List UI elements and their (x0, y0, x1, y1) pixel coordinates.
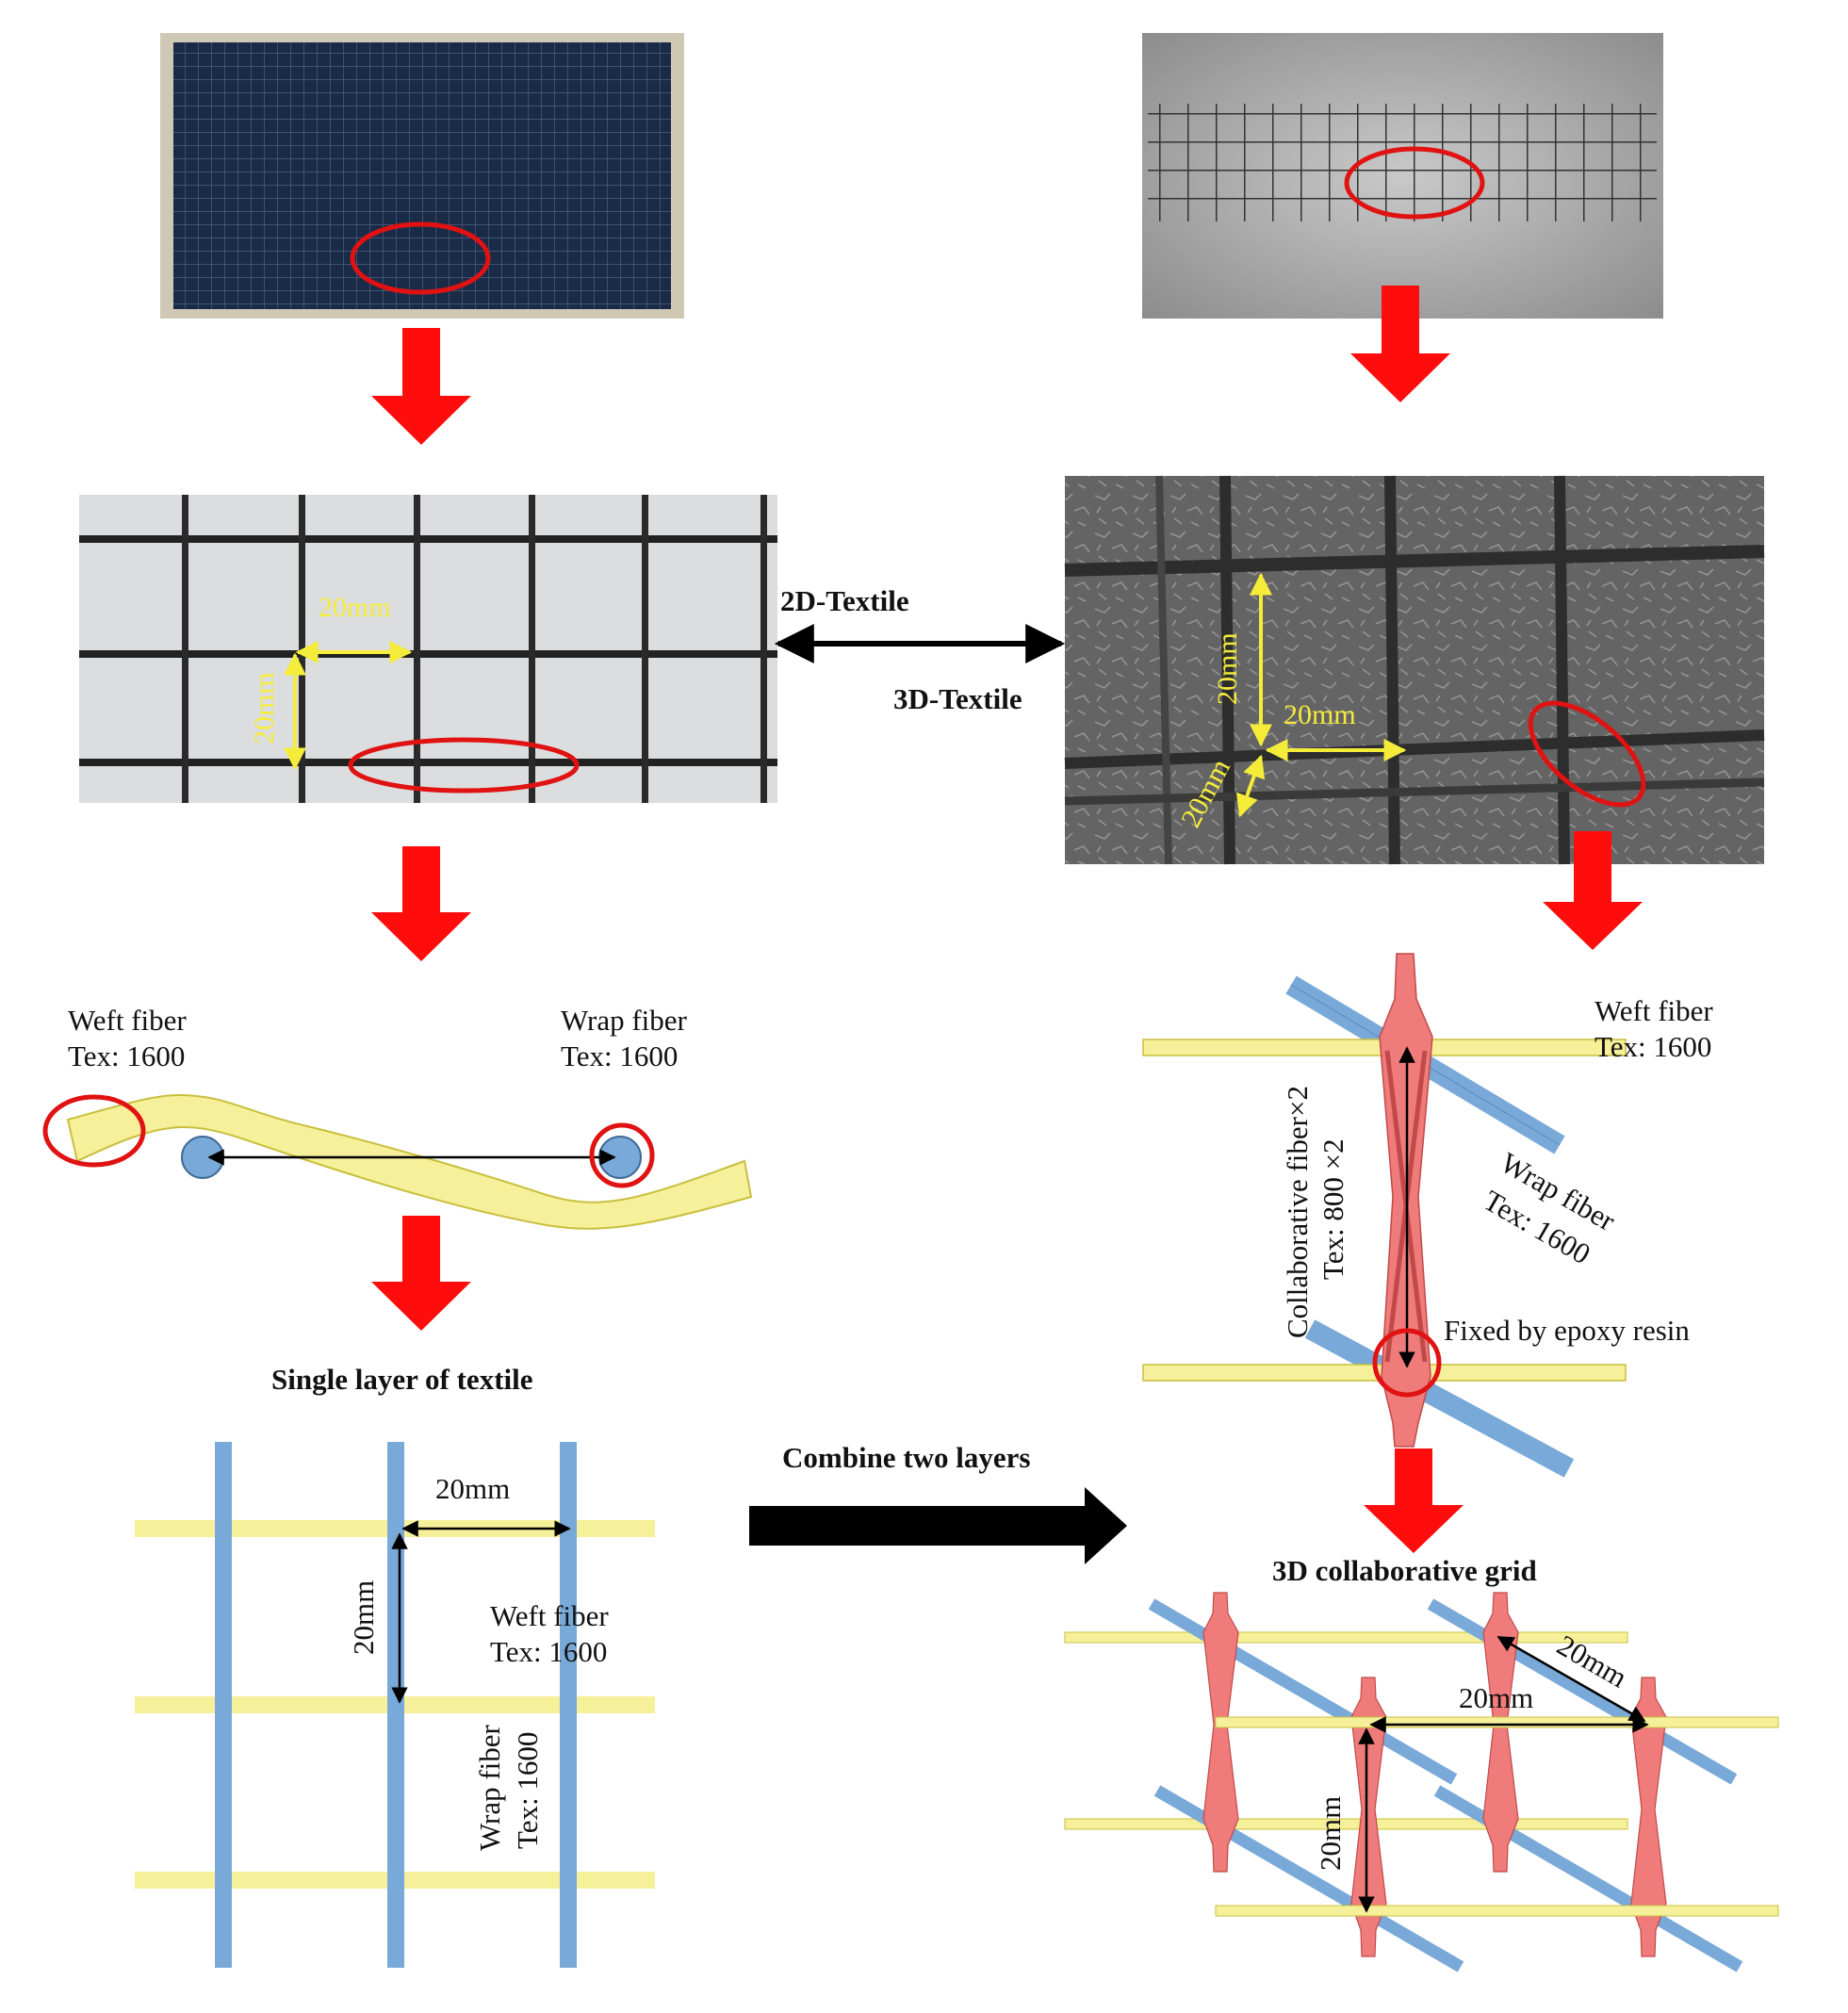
red-arrow-down-icon (1543, 831, 1643, 950)
highlight-circle (589, 1122, 655, 1188)
wrap-fiber-label: Wrap fiber (561, 1004, 688, 1037)
photo-3d-textile-panel (1142, 33, 1663, 319)
wrap-fiber-label: Wrap fiber (473, 1724, 506, 1851)
textile-comparison-arrow: 2D-Textile 3D-Textile (774, 584, 1066, 715)
dimension-label: 20mm (1314, 1796, 1347, 1871)
single-layer-grid: Single layer of textile 20mm 20mm Weft f… (135, 1363, 655, 1968)
label-3d-textile: 3D-Textile (893, 682, 1022, 715)
combine-label: Combine two layers (782, 1441, 1030, 1474)
red-arrow-down-icon (371, 328, 471, 445)
grid-3d-title: 3D collaborative grid (1272, 1554, 1537, 1587)
wrap-tex-label: Tex: 1600 (561, 1039, 678, 1072)
red-arrow-down-icon (371, 846, 471, 961)
collab-fiber-label: Collaborative fiber×2 (1281, 1086, 1314, 1338)
collaborative-fiber-schematic: Weft fiber Tex: 1600 Collaborative fiber… (1142, 953, 1713, 1478)
dimension-label: 20mm (347, 1580, 380, 1655)
highlight-circle (42, 1094, 146, 1168)
highlight-circle (350, 221, 491, 295)
collab-tex-label: Tex: 800 ×2 (1316, 1138, 1349, 1280)
label-2d-textile: 2D-Textile (780, 584, 909, 617)
wrap-tex-label: Tex: 1600 (511, 1732, 544, 1849)
dimension-label: 20mm (1212, 632, 1243, 705)
dimension-label: 20mm (319, 592, 391, 623)
photo-2d-textile-panel (160, 33, 684, 319)
weft-wrap-schematic: Weft fiber Tex: 1600 Wrap fiber Tex: 160… (42, 1004, 753, 1230)
weft-fiber-label: Weft fiber (68, 1004, 187, 1037)
red-arrow-down-icon (1350, 286, 1450, 402)
weft-fiber-wave (66, 1093, 753, 1230)
red-arrow-down-icon (371, 1216, 471, 1331)
fixed-epoxy-label: Fixed by epoxy resin (1444, 1314, 1690, 1347)
highlight-circle (1344, 146, 1485, 220)
dimension-label: 20mm (435, 1472, 510, 1505)
single-layer-title: Single layer of textile (271, 1363, 533, 1396)
highlight-circle (1372, 1328, 1442, 1398)
dimension-label: 20mm (1284, 699, 1356, 730)
collaborative-grid-3d: 3D collaborative grid 20mm 20mm 20mm (1064, 1554, 1779, 1972)
red-arrow-down-icon (1364, 1448, 1464, 1553)
weft-tex-label: Tex: 1600 (490, 1635, 607, 1668)
combine-layers-arrow: Combine two layers (749, 1441, 1127, 1564)
photo-3d-grid-closeup: 20mm 20mm 20mm (1064, 475, 1765, 865)
weft-fiber-label: Weft fiber (490, 1599, 609, 1632)
dimension-label: 20mm (249, 672, 280, 745)
weft-tex-label: Tex: 1600 (68, 1039, 185, 1072)
weft-tex-label: Tex: 1600 (1595, 1030, 1711, 1063)
highlight-circle (1528, 700, 1646, 808)
weft-fiber-label: Weft fiber (1595, 994, 1713, 1027)
highlight-circle (348, 737, 580, 794)
photo-2d-grid-closeup: 20mm 20mm (79, 495, 777, 803)
dimension-label: 20mm (1459, 1681, 1533, 1714)
